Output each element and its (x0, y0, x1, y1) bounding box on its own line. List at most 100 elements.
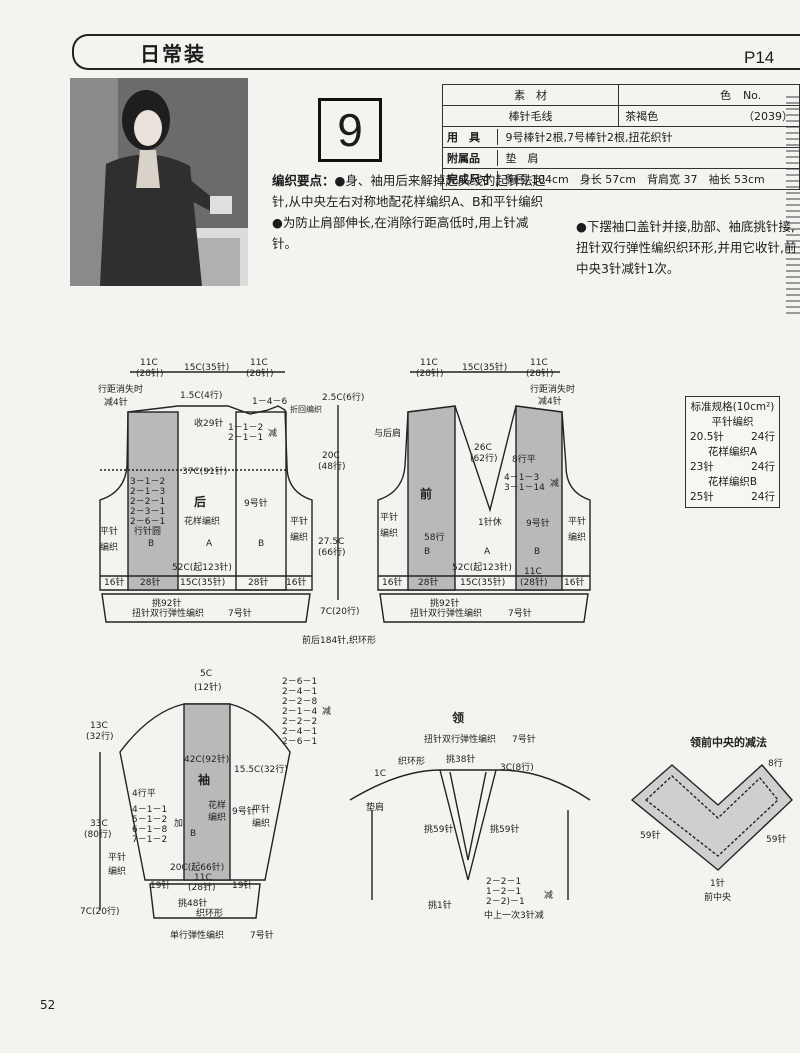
back-a: A (206, 539, 213, 549)
sleeve-inc-4: 7－1－2 (132, 835, 167, 845)
gauge-title: 标准规格(10cm²) (690, 401, 775, 413)
sleeve-b: B (190, 829, 196, 839)
back-pattern: 花样编织 (184, 515, 220, 527)
front-c11: 11C (524, 567, 542, 577)
sleeve-inc-3: 6－1－8 (132, 825, 167, 835)
front-top-left: 11C (420, 358, 438, 368)
sleeve-len-1: 33C (90, 819, 108, 829)
back-top-right: 11C (250, 358, 268, 368)
sleeve-cast: 20C(起66针) (170, 861, 224, 873)
front-st28-left: 28针 (418, 576, 438, 588)
vdetail-st59-right: 59针 (766, 833, 786, 845)
model-photo (70, 78, 248, 286)
front-b-right: B (534, 547, 540, 557)
neck-pick38: 挑38针 (446, 753, 475, 765)
back-needle7: 7号针 (228, 607, 252, 619)
front-cast-sub: 15C(35针) (460, 576, 505, 588)
sleeve-inc-j: 加 (174, 818, 183, 829)
materials-head: 素 材 (441, 84, 620, 106)
front-st16-right: 16针 (564, 576, 584, 588)
front-a: A (484, 547, 491, 557)
front-name: 前 (420, 486, 432, 501)
neck-pick59-left: 挑59针 (424, 823, 453, 835)
back-side-r2: 编织 (290, 531, 308, 543)
instruction-3: ●下摆袖口盖针并接,肋部、袖底挑针接,扭针双行弹性编织织环形,并用它收针,前中央… (576, 219, 797, 276)
back-st16-left: 16针 (104, 576, 124, 588)
sleeve-side-1: 平针 (252, 803, 270, 815)
sleeve-cap-j: 减 (322, 705, 331, 717)
front-row8: 8行平 (512, 453, 536, 465)
sleeve-side-2: 编织 (252, 817, 270, 829)
front-top-mid: 15C(35针) (462, 361, 507, 373)
neck-round: 织环形 (398, 755, 425, 767)
instruction-2: ●为防止肩部伸长,在消除行距高低时,用上针减针。 (272, 215, 529, 251)
sleeve-rows4: 4行平 (132, 787, 156, 799)
gauge-row-2: 24行 (751, 461, 775, 473)
sleeve-inc-2: 5－1－2 (132, 815, 167, 825)
front-note-2: 减4针 (538, 395, 562, 407)
gauge-pattern-b: 花样编织B (707, 476, 758, 488)
neck-pick1: 挑1针 (428, 899, 452, 911)
sleeve-needle9: 9号针 (232, 805, 256, 817)
front-center-st: 1针休 (478, 516, 502, 528)
front-rib: 扭针双行弹性编织 (410, 607, 482, 619)
front-side-l1: 平针 (380, 511, 398, 523)
back-arm-1: 3－1－2 (130, 477, 165, 487)
sleeve-inc-1: 4－1－1 (132, 805, 167, 815)
sleeve-needle7: 7号针 (250, 929, 274, 941)
back-pickup: 挑92针 (152, 597, 181, 609)
back-note-1: 行距消失时 (98, 383, 143, 395)
sleeve-round: 织环形 (196, 907, 223, 919)
back-arm-note: 行针圆 (134, 525, 161, 537)
back-top-left: 11C (140, 358, 158, 368)
back-top-left2: (28针) (136, 367, 163, 379)
tools-label: 用 具 (443, 129, 498, 145)
back-neck-dec-2: 2－1－1 (228, 433, 263, 443)
center-dim-3: (48行) (318, 460, 345, 472)
center-dim-1: 2.5C(6行) (322, 391, 364, 403)
back-st16-right: 16针 (286, 576, 306, 588)
center-dim-5: (66行) (318, 546, 345, 558)
back-side-l2: 编织 (100, 541, 118, 553)
neck-dec-j: 减 (544, 889, 553, 901)
sleeve-name: 袖 (198, 772, 210, 787)
front-side-r2: 编织 (568, 531, 586, 543)
neck-dec-1: 2－2－1 (486, 877, 521, 887)
page-number: 52 (40, 998, 56, 1012)
neck-rib: 扭针双行弹性编织 (424, 733, 496, 745)
title-bar (72, 34, 800, 70)
sleeve-rib: 单行弹性编织 (170, 929, 224, 941)
vdetail-st59-left: 59针 (640, 829, 660, 841)
back-side-r1: 平针 (290, 515, 308, 527)
back-top-right2: (28针) (246, 367, 273, 379)
front-needle: 9号针 (526, 517, 550, 529)
neck-c1: 1C (374, 769, 386, 779)
back-shoulder-dec: 1－4－6 (252, 397, 287, 407)
back-piece-outline (99, 371, 313, 623)
sleeve-st19-left: 19针 (150, 879, 170, 891)
color-head: 色 (618, 84, 737, 106)
instructions-right: ●下摆袖口盖针并接,肋部、袖底挑针接,扭针双行弹性编织织环形,并用它收针,前中央… (576, 216, 800, 279)
size-value: 胸围 104cm 身长 57cm 背肩宽 37 袖长 53cm (505, 173, 765, 186)
front-neck-1: 26C (474, 443, 492, 453)
front-cast: 52C(起123针) (452, 561, 512, 573)
back-cast-sub: 15C(35针) (180, 576, 225, 588)
front-st16-left: 16针 (382, 576, 402, 588)
back-shoulder-note: 折回编织 (290, 404, 322, 414)
vdetail-st1: 1针 (710, 877, 725, 889)
sleeve-cap-1: 2－6－1 (282, 677, 317, 687)
sleeve-pattern-1: 花样 (208, 799, 226, 811)
back-side-l1: 平针 (100, 525, 118, 537)
back-neck-dec-j: 减 (268, 427, 277, 439)
back-width: 37C(91针) (182, 465, 227, 477)
back-arm-5: 2－6－1 (130, 517, 165, 527)
back-arm-3: 2－2－1 (130, 497, 165, 507)
gauge-st-1: 20.5针 (690, 431, 724, 443)
neck-pick59-right: 挑59针 (490, 823, 519, 835)
colorno-value: （2039） (736, 105, 800, 127)
back-note-2: 减4针 (104, 396, 128, 408)
back-cast: 52C(起123针) (172, 561, 232, 573)
sleeve-cap-3: 2－2－8 (282, 697, 317, 707)
neck-title: 领 (452, 710, 464, 725)
back-neck-dec-1: 1－1－2 (228, 423, 263, 433)
